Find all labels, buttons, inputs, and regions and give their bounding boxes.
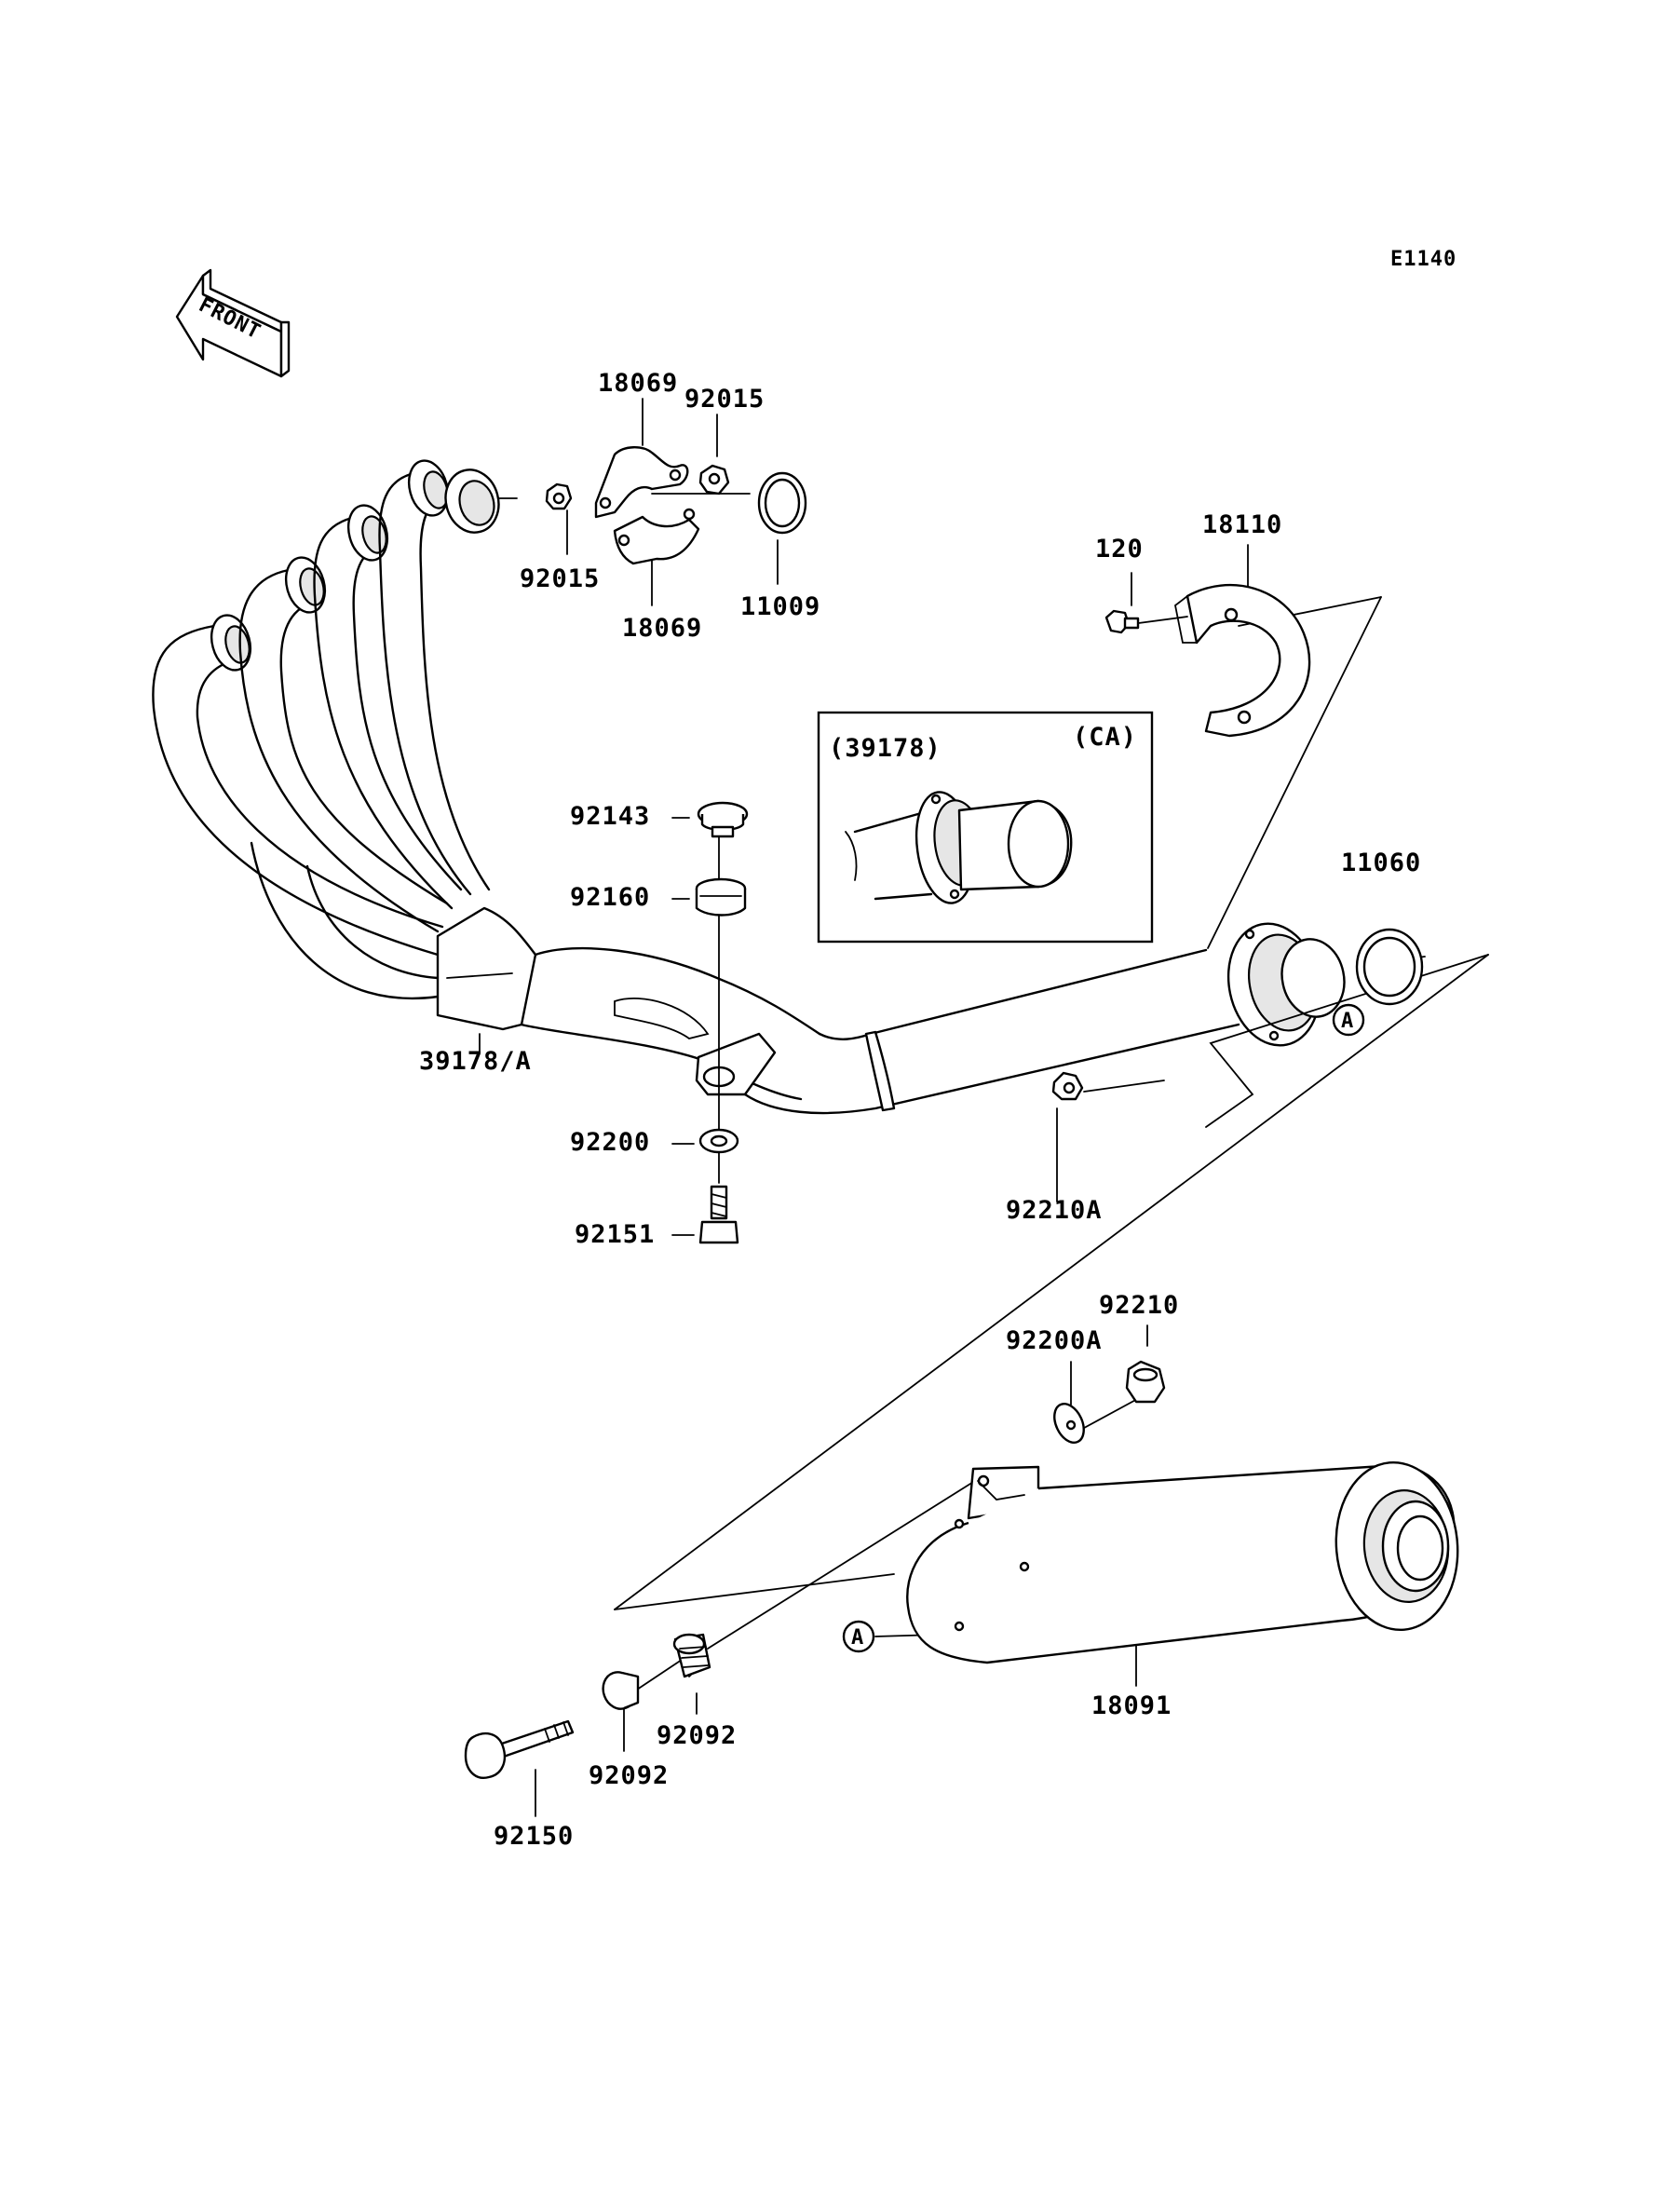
label-92015-left: 92015 xyxy=(520,564,600,593)
label-120: 120 xyxy=(1095,535,1144,564)
gasket-11060 xyxy=(1355,928,1424,1006)
clamp-assembly xyxy=(444,446,807,565)
front-arrow-icon: FRONT xyxy=(175,268,291,378)
inset-variant-label: (CA) xyxy=(1073,723,1137,752)
label-92015-top: 92015 xyxy=(684,385,765,414)
label-92200a: 92200A xyxy=(1006,1326,1103,1355)
label-92092-right: 92092 xyxy=(657,1721,737,1750)
heat-shield-assembly xyxy=(1104,583,1311,738)
nut-92210a xyxy=(1051,1071,1084,1101)
label-18069-bottom: 18069 xyxy=(622,614,702,643)
label-18091: 18091 xyxy=(1091,1691,1172,1720)
label-92210: 92210 xyxy=(1099,1291,1179,1320)
bolt-hardware xyxy=(464,1633,711,1779)
diagram-code: E1140 xyxy=(1390,248,1456,271)
svg-text:A: A xyxy=(851,1626,864,1650)
ref-a-lower: A xyxy=(842,1620,875,1653)
svg-text:A: A xyxy=(1341,1010,1354,1033)
label-18069-top: 18069 xyxy=(598,369,678,398)
inset-box: (39178) (CA) xyxy=(817,711,1154,944)
label-92092-left: 92092 xyxy=(589,1761,669,1790)
leader-lines xyxy=(465,398,1489,1817)
exhaust-header-pipes xyxy=(152,459,1346,1115)
label-92200: 92200 xyxy=(570,1128,650,1157)
ref-a-upper: A xyxy=(1332,1003,1365,1037)
muffler xyxy=(906,1460,1459,1664)
label-92150: 92150 xyxy=(494,1822,574,1851)
muffler-mount-hardware xyxy=(1053,1360,1166,1444)
label-92143: 92143 xyxy=(570,802,650,831)
label-92210a: 92210A xyxy=(1006,1196,1103,1225)
mount-stack xyxy=(695,801,749,1244)
inset-part-label: (39178) xyxy=(829,734,942,763)
label-92151: 92151 xyxy=(575,1220,655,1249)
label-39178a: 39178/A xyxy=(419,1047,532,1076)
label-92160: 92160 xyxy=(570,883,650,912)
label-11009: 11009 xyxy=(740,592,820,621)
label-18110: 18110 xyxy=(1202,510,1282,539)
label-11060: 11060 xyxy=(1341,849,1421,877)
